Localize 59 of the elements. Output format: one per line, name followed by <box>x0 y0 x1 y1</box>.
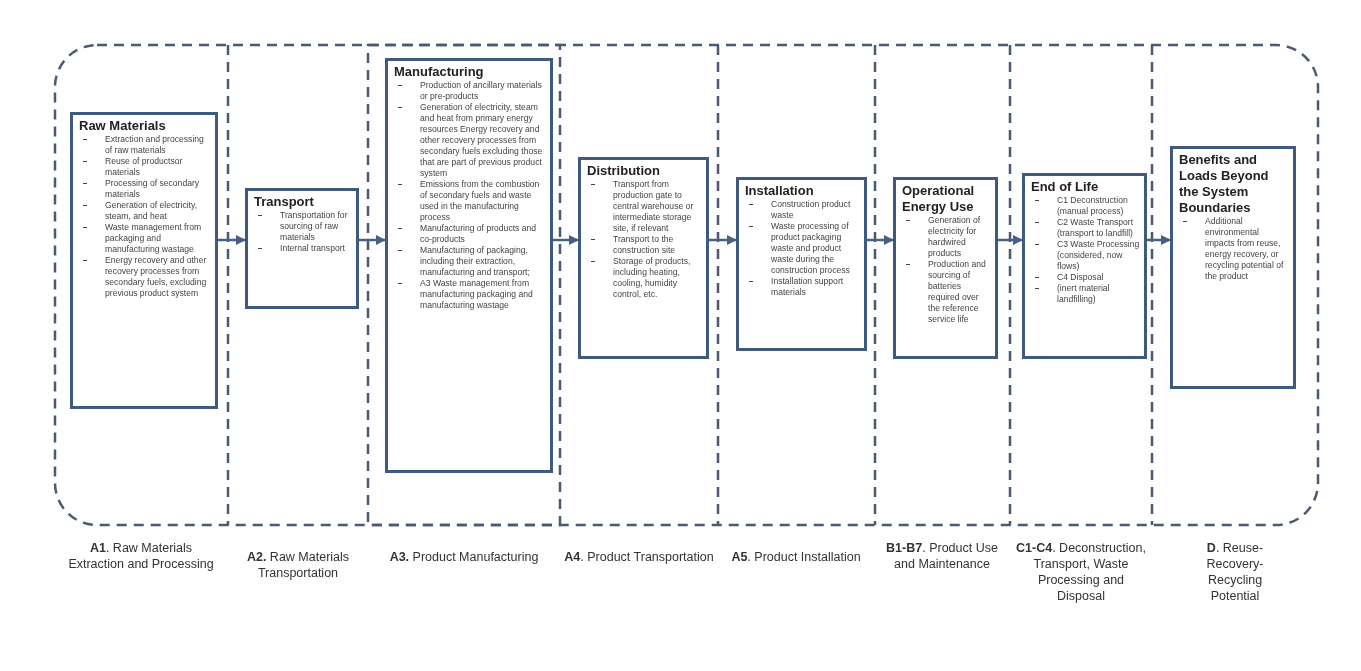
process-box <box>893 177 998 359</box>
box-heading: Benefits and Loads Beyond the System Boundaries <box>1179 152 1270 216</box>
process-box <box>385 58 553 473</box>
bullet-item: Generation of electricity, steam, and heat <box>79 200 211 222</box>
stage-label: A5. Product Installation <box>730 549 862 565</box>
process-box <box>1022 173 1147 359</box>
arrow <box>1147 235 1171 245</box>
bullet-item: Production of ancillary materials or pre-products <box>394 80 546 102</box>
bullet-item: Generation of electricity, steam and heat from primary energy resources Energy recovery and other recovery processes from secondary fuels excluding those that are part of previous product system <box>394 102 546 179</box>
arrow <box>359 235 386 245</box>
bullet-item: Additional environmental impacts from reuse, energy recovery, or recycling potential of the product <box>1179 216 1289 282</box>
bullet-item: Construction product waste <box>745 199 860 221</box>
arrow <box>867 235 894 245</box>
arrow <box>218 235 246 245</box>
process-box <box>70 112 218 409</box>
bullet-item: Storage of products, including heating, cooling, humidity control, etc. <box>587 256 702 300</box>
bullet-item: Internal transport <box>254 243 352 254</box>
bullet-item: Waste processing of product packaging waste and product waste during the construction process <box>745 221 860 276</box>
bullet-item: Emissions from the combustion of secondary fuels and waste used in the manufacturing process <box>394 179 546 223</box>
bullet-item: Waste management from packaging and manufacturing wastage <box>79 222 211 255</box>
stage-label: A1. Raw Materials Extraction and Processing <box>67 540 215 572</box>
box-heading: Operational Energy Use <box>902 183 976 215</box>
bullet-item: Transport to the construction site <box>587 234 702 256</box>
bullet-item: Installation support materials <box>745 276 860 298</box>
box-heading: Manufacturing <box>394 64 485 80</box>
stage-label: A2. Raw Materials Transportation <box>245 549 351 581</box>
arrow <box>709 235 737 245</box>
bullet-item: Manufacturing of packaging, including their extraction, manufacturing and transport; <box>394 245 546 278</box>
bullet-item: Energy recovery and other recovery processes from secondary fuels, excluding previous product system <box>79 255 211 299</box>
box-heading: Distribution <box>587 163 661 179</box>
stage-label: A3. Product Manufacturing <box>389 549 539 565</box>
bullet-item: C2 Waste Transport (transport to landfill) <box>1031 217 1140 239</box>
stage-label: A4. Product Transportation <box>564 549 714 565</box>
bullet-item: Transportation for sourcing of raw materials <box>254 210 352 243</box>
box-heading: Transport <box>254 194 315 210</box>
bullet-item: A3 Waste management from manufacturing packaging and manufacturing wastage <box>394 278 546 311</box>
process-box <box>1170 146 1296 389</box>
process-box <box>245 188 359 309</box>
stage-label: D. Reuse-Recovery-Recycling Potential <box>1205 540 1265 604</box>
box-heading: End of Life <box>1031 179 1100 195</box>
bullet-item: C4 Disposal <box>1031 272 1140 283</box>
arrow <box>553 235 579 245</box>
bullet-item: (inert material landfilling) <box>1031 283 1140 305</box>
process-box <box>736 177 867 351</box>
stage-label: C1-C4. Deconstruction, Transport, Waste Processing and Disposal <box>1016 540 1146 604</box>
process-box <box>578 157 709 359</box>
bullet-item: Production and sourcing of batteries required over the reference service life <box>902 259 991 325</box>
bullet-item: Transport from production gate to central warehouse or intermediate storage site, if relevant <box>587 179 702 234</box>
bullet-item: Processing of secondary materials <box>79 178 211 200</box>
bullet-item: Generation of electricity for hardwired products <box>902 215 991 259</box>
bullet-item: Extraction and processing of raw materials <box>79 134 211 156</box>
stage-label: B1-B7. Product Use and Maintenance <box>885 540 999 572</box>
arrow <box>998 235 1023 245</box>
bullet-item: Manufacturing of products and co-products <box>394 223 546 245</box>
bullet-item: C3 Waste Processing (considered, now flows) <box>1031 239 1140 272</box>
bullet-item: Reuse of productsor materials <box>79 156 211 178</box>
box-heading: Installation <box>745 183 815 199</box>
box-heading: Raw Materials <box>79 118 167 134</box>
bullet-item: C1 Deconstruction (manual process) <box>1031 195 1140 217</box>
